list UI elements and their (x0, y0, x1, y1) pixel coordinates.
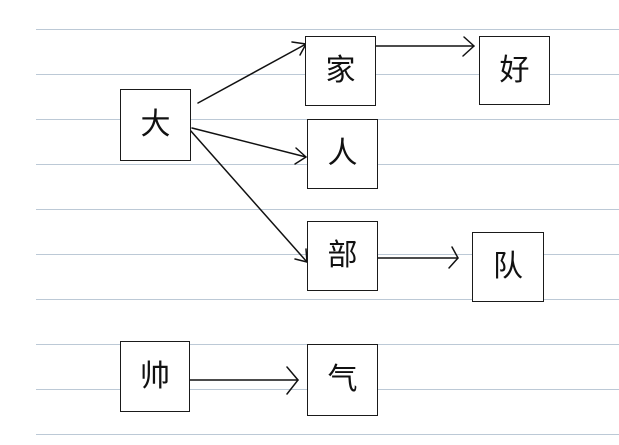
char-da: 大 (140, 107, 171, 142)
ruled-line (36, 434, 619, 435)
arrow-da-to-ren (191, 127, 307, 158)
char-box-shuai: 帅 (120, 341, 190, 412)
char-hao: 好 (499, 52, 530, 88)
arrow-da-to-jia (197, 43, 307, 104)
char-bu: 部 (327, 238, 358, 273)
char-jia: 家 (325, 53, 356, 88)
char-box-bu: 部 (307, 221, 378, 291)
char-box-hao: 好 (479, 36, 550, 105)
char-ren: 人 (327, 136, 358, 171)
arrowhead-shuai-to-qi (286, 366, 299, 395)
arrowhead-bu-to-dui (448, 246, 459, 269)
ruled-line (36, 29, 619, 30)
arrowhead-da-to-ren (294, 147, 307, 165)
char-box-da: 大 (120, 89, 191, 161)
ruled-line (36, 209, 619, 210)
arrow-da-to-bu (189, 129, 308, 263)
char-dui: 队 (493, 249, 523, 284)
char-box-dui: 队 (472, 232, 544, 302)
arrowhead-jia-to-hao (462, 36, 475, 57)
char-box-qi: 气 (307, 344, 378, 416)
char-box-jia: 家 (305, 36, 376, 106)
char-qi: 气 (327, 362, 358, 397)
char-box-ren: 人 (307, 119, 378, 189)
ruled-line (36, 299, 619, 300)
char-shuai: 帅 (140, 358, 170, 394)
